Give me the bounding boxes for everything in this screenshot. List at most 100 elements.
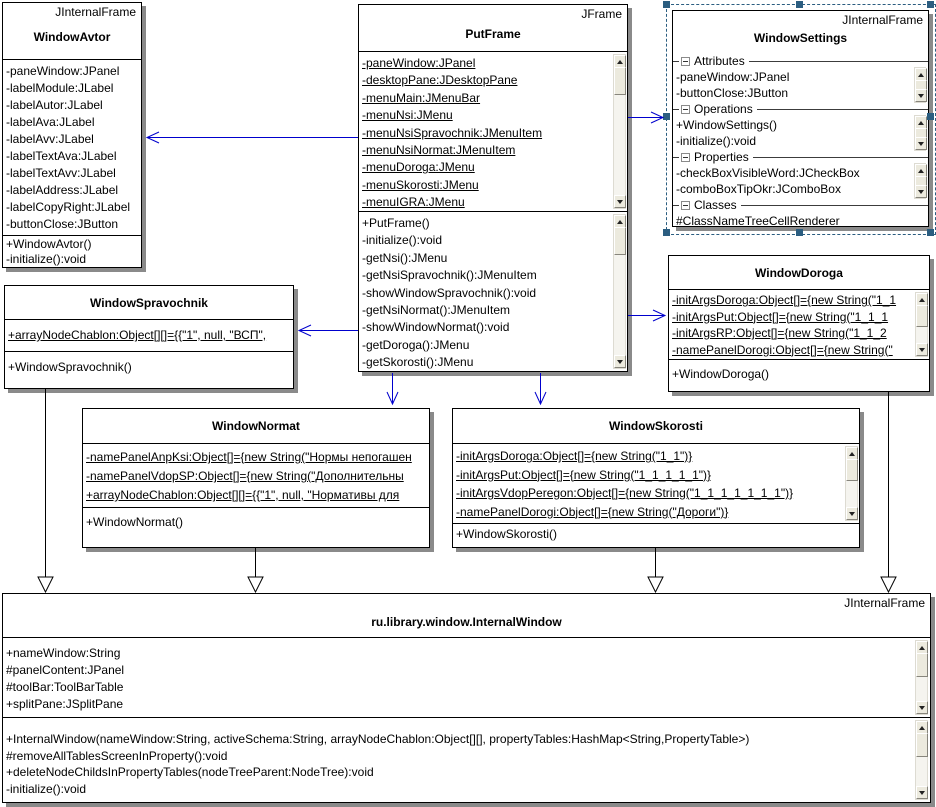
- operation-row[interactable]: -showWindowSpravochnik():void: [362, 285, 537, 300]
- scroll-down-button[interactable]: [915, 89, 927, 102]
- scrollbar[interactable]: [613, 54, 626, 209]
- class-title[interactable]: WindowSpravochnik: [5, 286, 293, 320]
- collapse-icon[interactable]: [681, 200, 690, 210]
- selection-handle[interactable]: [663, 113, 670, 120]
- attribute-row[interactable]: -namePanelDorogi:Object[]={new String(": [672, 342, 893, 357]
- operation-row[interactable]: -showWindowNormat():void: [362, 320, 510, 335]
- operation-row[interactable]: -initialize():void: [6, 252, 87, 266]
- attribute-row[interactable]: #toolBar:ToolBarTable: [6, 680, 124, 694]
- attribute-row[interactable]: -labelTextAvv:JLabel: [6, 166, 116, 180]
- attribute-row[interactable]: -buttonClose:JButton: [676, 86, 789, 100]
- selection-handle[interactable]: [796, 1, 803, 8]
- attribute-row[interactable]: +splitPane:JSplitPane: [6, 697, 124, 711]
- attribute-row[interactable]: -namePanelDorogi:Object[]={new String("Д…: [456, 504, 729, 519]
- attribute-row[interactable]: #panelContent:JPanel: [6, 663, 125, 677]
- attribute-row[interactable]: -labelAva:JLabel: [6, 115, 95, 129]
- attribute-row[interactable]: -menuNsiSpravochnik:JMenuItem: [362, 125, 543, 140]
- attribute-row[interactable]: -initArgsVdopPeregon:Object[]={new Strin…: [456, 486, 794, 500]
- class-title[interactable]: WindowAvtor: [33, 30, 111, 44]
- scrollbar-thumb[interactable]: [916, 653, 928, 677]
- attribute-row[interactable]: -paneWindow:JPanel: [362, 56, 476, 70]
- class-title[interactable]: PutFrame: [465, 27, 521, 41]
- class-title[interactable]: WindowSettings: [753, 31, 848, 45]
- scroll-down-button[interactable]: [915, 185, 927, 198]
- class-title[interactable]: WindowDoroga: [669, 256, 929, 290]
- scrollbar-thumb[interactable]: [916, 733, 928, 757]
- attribute-row[interactable]: -menuIGRA:JMenu: [362, 195, 465, 210]
- class-title[interactable]: WindowNormat: [83, 409, 429, 444]
- scroll-down-button[interactable]: [916, 343, 928, 356]
- operation-row[interactable]: +WindowDoroga(): [672, 367, 770, 381]
- scrollbar[interactable]: [613, 214, 626, 369]
- attribute-row[interactable]: -menuNsiNormat:JMenuItem: [362, 143, 516, 158]
- class-box-putframe[interactable]: JFrame PutFrame -paneWindow:JPanel -desk…: [358, 4, 628, 372]
- attribute-row[interactable]: -labelModule:JLabel: [6, 81, 114, 95]
- scrollbar-thumb[interactable]: [614, 227, 626, 255]
- collapse-icon[interactable]: [681, 152, 690, 162]
- scroll-up-button[interactable]: [614, 215, 626, 228]
- class-box-internalwindow[interactable]: JInternalFrame ru.library.window.Interna…: [2, 593, 931, 803]
- operation-row[interactable]: +InternalWindow(nameWindow:String, activ…: [6, 732, 750, 746]
- attribute-row[interactable]: -menuSkorosti:JMenu: [362, 177, 479, 192]
- class-box-windowspravochnik[interactable]: WindowSpravochnik +arrayNodeChablon:Obje…: [4, 285, 294, 389]
- operation-row[interactable]: +WindowAvtor(): [6, 237, 92, 251]
- selection-handle[interactable]: [927, 229, 934, 236]
- operation-row[interactable]: #removeAllTablesScreenInProperty():void: [6, 748, 228, 763]
- selection-handle[interactable]: [927, 1, 934, 8]
- property-row[interactable]: -checkBoxVisibleWord:JCheckBox: [676, 166, 860, 180]
- class-box-windowdoroga[interactable]: WindowDoroga -initArgsDoroga:Object[]={n…: [668, 255, 930, 392]
- class-row[interactable]: #ClassNameTreeCellRenderer: [676, 214, 840, 228]
- attribute-row[interactable]: -initArgsDoroga:Object[]={new String("1_…: [456, 449, 693, 463]
- scrollbar[interactable]: [914, 67, 927, 103]
- class-box-windowavtor[interactable]: JInternalFrame WindowAvtor -paneWindow:J…: [2, 2, 142, 268]
- scrollbar[interactable]: [845, 446, 858, 521]
- operation-row[interactable]: +WindowNormat(): [86, 515, 184, 529]
- scroll-down-button[interactable]: [915, 137, 927, 150]
- attribute-row[interactable]: -initArgsRP:Object[]={new String("1_1_2: [672, 326, 887, 340]
- attribute-row[interactable]: -initArgsPut:Object[]={new String("1_1_1…: [456, 467, 711, 482]
- operation-row[interactable]: +WindowSkorosti(): [456, 527, 558, 541]
- property-row[interactable]: -comboBoxTipOkr:JComboBox: [676, 182, 841, 196]
- operation-row[interactable]: +deleteNodeChildsInPropertyTables(nodeTr…: [6, 765, 374, 779]
- attribute-row[interactable]: -initArgsPut:Object[]={new String("1_1_1: [672, 309, 889, 324]
- attribute-row[interactable]: -labelAutor:JLabel: [6, 98, 103, 112]
- attribute-row[interactable]: -namePanelVdopSP:Object[]={new String("Д…: [86, 469, 404, 483]
- attribute-row[interactable]: +arrayNodeChablon:Object[][]={{"1", null…: [8, 328, 267, 342]
- attribute-row[interactable]: -namePanelAnpKsi:Object[]={new String("Н…: [86, 450, 412, 464]
- operation-row[interactable]: -getNsiNormat():JMenuItem: [362, 303, 511, 318]
- scrollbar[interactable]: [915, 720, 928, 800]
- operation-row[interactable]: -initialize():void: [362, 233, 443, 248]
- collapse-icon[interactable]: [681, 56, 690, 66]
- operation-row[interactable]: -initialize():void: [6, 781, 87, 796]
- selection-handle[interactable]: [663, 1, 670, 8]
- scrollbar-thumb[interactable]: [916, 305, 928, 327]
- operation-row[interactable]: +WindowSpravochnik(): [8, 360, 132, 374]
- class-title[interactable]: ru.library.window.InternalWindow: [371, 615, 562, 629]
- attribute-row[interactable]: -initArgsDoroga:Object[]={new String("1_…: [672, 293, 897, 307]
- collapse-icon[interactable]: [681, 104, 690, 114]
- attribute-row[interactable]: -labelCopyRight:JLabel: [6, 200, 131, 214]
- attribute-row[interactable]: -labelAddress:JLabel: [6, 183, 119, 197]
- operation-row[interactable]: -getNsiSpravochnik():JMenuItem: [362, 268, 537, 283]
- attribute-row[interactable]: -menuMain:JMenuBar: [362, 90, 481, 105]
- scroll-down-button[interactable]: [614, 355, 626, 368]
- attribute-row[interactable]: -desktopPane:JDesktopPane: [362, 73, 518, 88]
- attribute-row[interactable]: -buttonClose:JButton: [6, 217, 119, 231]
- operation-row[interactable]: -getNsi():JMenu: [362, 250, 448, 265]
- scroll-down-button[interactable]: [846, 507, 858, 520]
- class-box-windowsettings[interactable]: JInternalFrame WindowSettings Attributes…: [672, 10, 929, 228]
- scrollbar-thumb[interactable]: [614, 67, 626, 95]
- attribute-row[interactable]: -paneWindow:JPanel: [6, 64, 120, 78]
- scrollbar[interactable]: [915, 640, 928, 715]
- selection-handle[interactable]: [927, 113, 934, 120]
- selection-handle[interactable]: [796, 229, 803, 236]
- attribute-row[interactable]: -menuNsi:JMenu: [362, 108, 453, 123]
- operation-row[interactable]: -getSkorosti():JMenu: [362, 355, 474, 370]
- scrollbar-thumb[interactable]: [846, 459, 858, 481]
- class-box-windownormat[interactable]: WindowNormat -namePanelAnpKsi:Object[]={…: [82, 408, 430, 548]
- attribute-row[interactable]: +arrayNodeChablon:Object[][]={{"1", null…: [86, 488, 400, 502]
- attribute-row[interactable]: +nameWindow:String: [6, 646, 121, 660]
- scrollbar[interactable]: [915, 292, 928, 357]
- scrollbar[interactable]: [914, 163, 927, 199]
- selection-handle[interactable]: [663, 229, 670, 236]
